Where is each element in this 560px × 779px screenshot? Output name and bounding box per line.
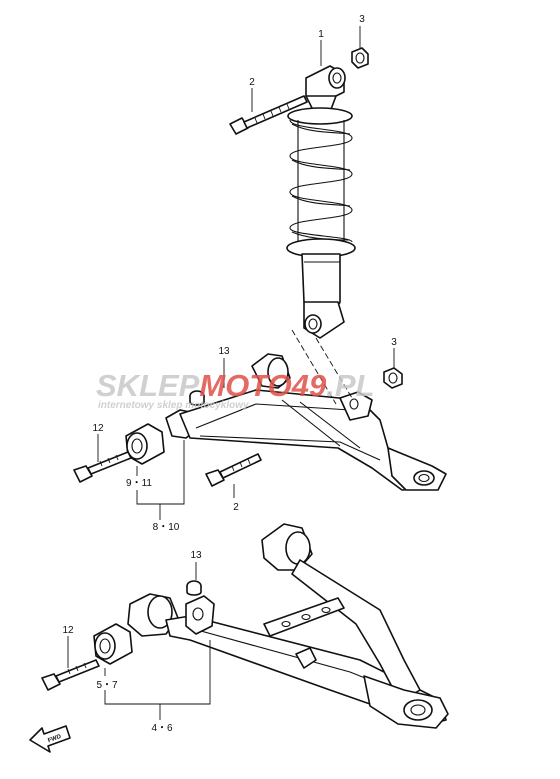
callout-12-upper: 12 — [92, 423, 104, 434]
callout-2-top: 2 — [249, 77, 255, 88]
part-1-top-bushing — [305, 65, 346, 105]
part-2-bolt-mid — [205, 453, 262, 487]
watermark-logo: SKLEPMOTO49.PL — [96, 368, 375, 403]
part-3-nut-mid — [383, 367, 403, 389]
watermark-brand-d: .PL — [326, 368, 374, 403]
callout-3-mid: 3 — [391, 337, 397, 348]
callout-13-upper: 13 — [218, 346, 230, 357]
callout-1: 1 — [318, 29, 324, 40]
part-12-bolt-lower — [41, 659, 100, 691]
watermark-brand-c: 49 — [291, 368, 327, 403]
alignment-lines — [291, 329, 353, 405]
fwd-label: FWD — [47, 734, 63, 745]
watermark-tagline: internetowy sklep motocyklowy — [98, 400, 249, 411]
watermark-brand-b: MOTO — [199, 368, 291, 403]
leader-lines — [67, 26, 395, 720]
watermark-brand-a: SKLEP — [96, 368, 200, 403]
callout-8-10: 8・10 — [153, 522, 180, 533]
part-12-bolt-upper — [73, 451, 132, 483]
part-9-11-bushing — [125, 423, 165, 465]
part-2-bolt-top — [229, 95, 308, 135]
callout-12-lower: 12 — [62, 625, 74, 636]
part-3-nut-top — [351, 47, 369, 69]
callout-2-mid: 2 — [233, 502, 239, 513]
lower-control-arm — [127, 523, 449, 729]
callout-13-lower: 13 — [190, 550, 202, 561]
coil-spring — [289, 119, 353, 244]
callout-3-top: 3 — [359, 14, 365, 25]
part-13-washer-lower — [186, 580, 202, 596]
callout-4-6: 4・6 — [151, 723, 173, 734]
part-5-7-bushing — [93, 623, 133, 665]
watermark: SKLEPMOTO49.PL internetowy sklep motocyk… — [96, 368, 375, 411]
callouts: 1 2 3 13 3 12 9・11 2 8・10 13 12 5・7 4・6 — [62, 14, 397, 734]
fwd-arrow-icon: FWD — [29, 725, 71, 753]
callout-5-7: 5・7 — [96, 680, 118, 691]
upper-control-arm — [165, 353, 447, 491]
shock-absorber — [286, 65, 356, 339]
callout-9-11: 9・11 — [126, 478, 152, 489]
part-13-washer-upper — [189, 390, 205, 406]
